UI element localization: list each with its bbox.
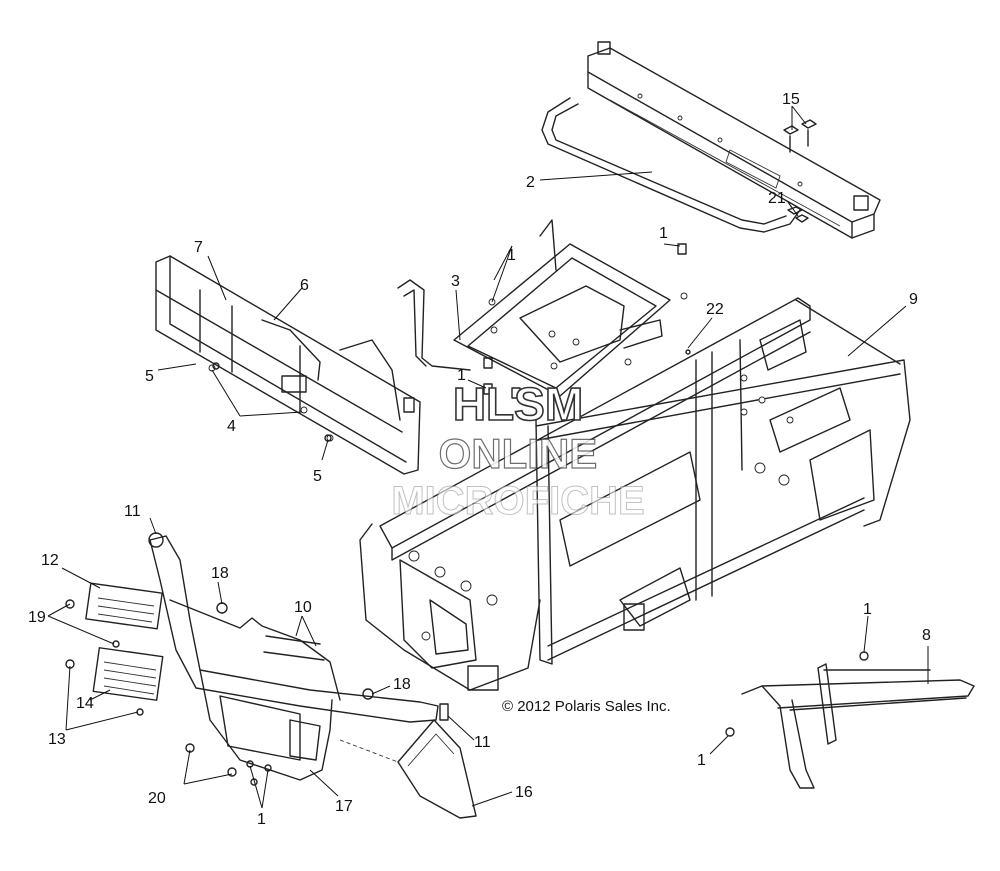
callout-1-a: 1 [507, 247, 516, 264]
rear-bumper-part [741, 663, 975, 789]
callout-22: 22 [706, 301, 724, 318]
callout-5-a: 5 [145, 368, 154, 385]
bolt-15-group [783, 119, 817, 153]
callout-12: 12 [41, 552, 59, 569]
callout-labels: 15 2 21 1 3 1 22 9 7 6 5 1 4 5 11 12 18 … [28, 91, 931, 828]
callout-3: 3 [451, 273, 460, 290]
cargo-frame-part [541, 41, 881, 239]
seat-base-part [397, 219, 688, 397]
skid-plate-part [397, 719, 477, 819]
main-chassis-frame-part [359, 297, 911, 691]
callout-20: 20 [148, 790, 166, 807]
callout-1-f: 1 [697, 752, 706, 769]
watermark-line-1: HLSM [453, 378, 583, 430]
watermark: HLSM ONLINE MICROFICHE [391, 377, 645, 523]
watermark-line-2: ONLINE [439, 430, 598, 477]
callout-16: 16 [515, 784, 533, 801]
callout-6: 6 [300, 277, 309, 294]
callout-1-c: 1 [457, 367, 466, 384]
callout-1-b: 1 [659, 225, 668, 242]
callout-11-a: 11 [124, 503, 141, 520]
callout-2: 2 [526, 174, 535, 191]
callout-11-b: 11 [474, 734, 491, 751]
callout-19: 19 [28, 609, 46, 626]
callout-9: 9 [909, 291, 918, 308]
watermark-line-3: MICROFICHE [391, 479, 644, 523]
callout-15: 15 [782, 91, 800, 108]
callout-4: 4 [227, 418, 236, 435]
front-bumper-part [85, 535, 439, 781]
callout-8: 8 [922, 627, 931, 644]
callout-1-d: 1 [257, 811, 266, 828]
callout-18-a: 18 [211, 565, 229, 582]
leader-lines [47, 105, 929, 809]
callout-14: 14 [76, 695, 94, 712]
callout-7: 7 [194, 239, 203, 256]
nut-21-group [787, 206, 809, 223]
callout-13: 13 [48, 731, 66, 748]
callout-18-b: 18 [393, 676, 411, 693]
copyright-notice: © 2012 Polaris Sales Inc. [502, 698, 671, 715]
callout-21: 21 [768, 190, 786, 207]
callout-1-e: 1 [863, 601, 872, 618]
callout-17: 17 [335, 798, 353, 815]
front-upper-frame-part [155, 255, 421, 475]
callout-5-b: 5 [313, 468, 322, 485]
callout-10: 10 [294, 599, 312, 616]
